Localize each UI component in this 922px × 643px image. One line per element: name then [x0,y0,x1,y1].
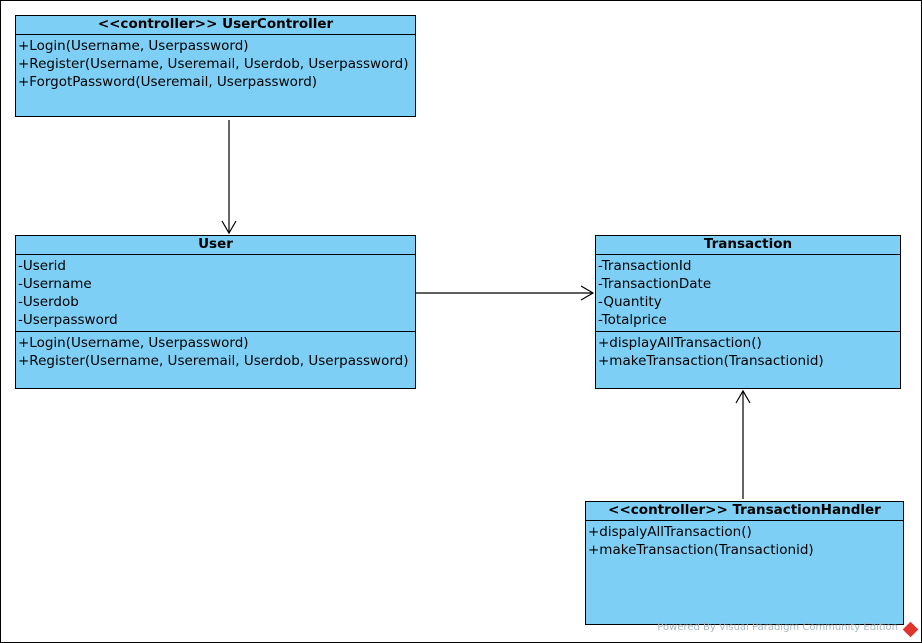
operation: +Login(Username, Userpassword) [18,38,249,54]
operations-compartment: +Login(Username, Userpassword) +Register… [16,332,415,372]
attribute: -Userid [18,258,66,274]
operation: +displayAllTransaction() [598,335,762,351]
operations-compartment: +Login(Username, Userpassword) +Register… [16,35,415,93]
class-user-controller[interactable]: <<controller>> UserController +Login(Use… [15,15,416,117]
operation: +Register(Username, Useremail, Userdob, … [18,353,409,369]
class-transaction-handler[interactable]: <<controller>> TransactionHandler +dispa… [585,501,904,625]
operation: +ForgotPassword(Useremail, Userpassword) [18,74,318,90]
attribute: -TransactionId [598,258,692,274]
attribute: -Userdob [18,294,79,310]
attribute: -TransactionDate [598,276,712,292]
class-user[interactable]: User -Userid -Username -Userdob -Userpas… [15,235,416,389]
watermark-text: Powered By Visual Paradigm Community Edi… [657,622,898,633]
class-title: <<controller>> UserController [16,16,415,35]
operations-compartment: +displayAllTransaction() +makeTransactio… [596,332,900,372]
attribute: -Username [18,276,92,292]
operation: +dispalyAllTransaction() [588,524,752,540]
attribute: -Quantity [598,294,662,310]
operations-compartment: +dispalyAllTransaction() +makeTransactio… [586,521,903,561]
operation: +makeTransaction(Transactionid) [598,353,824,369]
operation: +Login(Username, Userpassword) [18,335,249,351]
attribute: -Totalprice [598,312,667,328]
operation: +makeTransaction(Transactionid) [588,542,814,558]
class-title: Transaction [596,236,900,255]
attributes-compartment: -TransactionId -TransactionDate -Quantit… [596,255,900,332]
class-title: <<controller>> TransactionHandler [586,502,903,521]
attributes-compartment: -Userid -Username -Userdob -Userpassword [16,255,415,332]
operation: +Register(Username, Useremail, Userdob, … [18,56,409,72]
class-title: User [16,236,415,255]
attribute: -Userpassword [18,312,118,328]
class-transaction[interactable]: Transaction -TransactionId -TransactionD… [595,235,901,389]
